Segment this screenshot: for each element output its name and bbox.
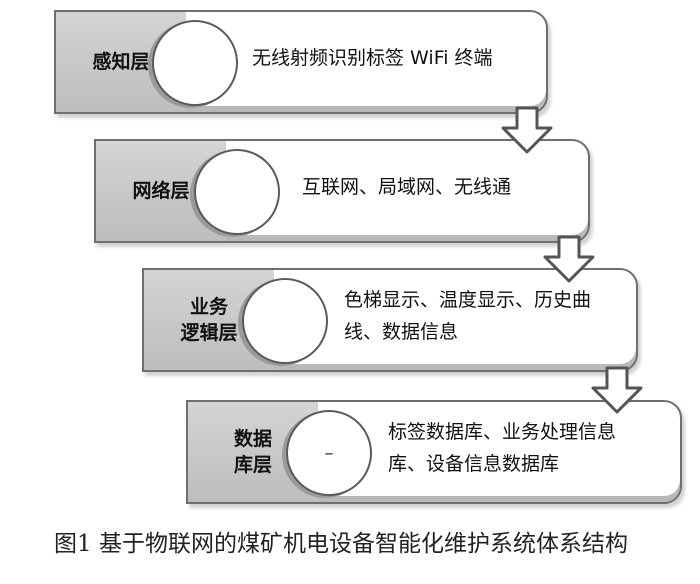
down-arrow-icon xyxy=(501,106,553,154)
layer-business-logic: 业务 逻辑层 色梯显示、温度显示、历史曲 线、数据信息 xyxy=(142,268,638,372)
layer-circle xyxy=(194,149,280,235)
layer-description: 互联网、局域网、无线通 xyxy=(302,176,512,198)
down-arrow-icon xyxy=(591,366,643,414)
layer-description: 标签数据库、业务处理信息 库、设备信息数据库 xyxy=(388,421,617,475)
layer-circle xyxy=(152,20,238,106)
layer-description: 无线射频识别标签 WiFi 终端 xyxy=(252,47,493,69)
layer-circle xyxy=(242,278,328,364)
layer-perception: 感知层 无线射频识别标签 WiFi 终端 xyxy=(54,10,548,114)
layer-description: 色梯显示、温度显示、历史曲 线、数据信息 xyxy=(344,289,592,343)
figure-caption: 图1 基于物联网的煤矿机电设备智能化维护系统体系结构 xyxy=(54,531,628,557)
down-arrow-icon xyxy=(543,235,595,283)
layer-network: 网络层 互联网、局域网、无线通 xyxy=(94,139,590,243)
layer-circle: – xyxy=(286,410,372,496)
layer-database: 数据 库层 – 标签数据库、业务处理信息 库、设备信息数据库 xyxy=(186,400,682,504)
